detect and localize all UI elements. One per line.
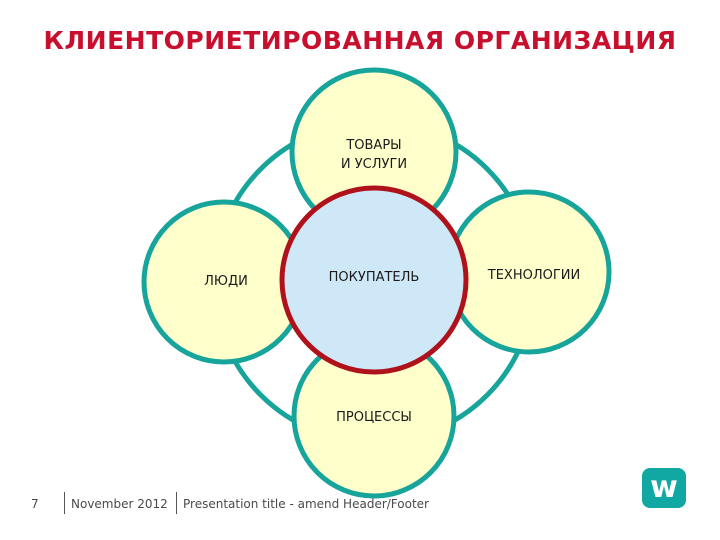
label-center: ПОКУПАТЕЛЬ bbox=[328, 270, 420, 285]
footer-divider-2 bbox=[176, 492, 177, 514]
page-number: 7 bbox=[31, 497, 39, 511]
label-top-line1: ТОВАРЫ bbox=[346, 138, 402, 153]
logo-letter: w bbox=[650, 470, 678, 505]
circle-center bbox=[279, 185, 469, 375]
label-left: ЛЮДИ bbox=[204, 274, 248, 289]
label-bottom: ПРОЦЕССЫ bbox=[336, 410, 412, 425]
label-top: ТОВАРЫ И УСЛУГИ bbox=[314, 136, 434, 174]
label-right: ТЕХНОЛОГИИ bbox=[487, 268, 581, 283]
footer-date: November 2012 bbox=[71, 497, 168, 511]
slide-title: КЛИЕНТОРИЕТИРОВАННАЯ ОРГАНИЗАЦИЯ bbox=[43, 26, 677, 55]
watsons-logo-icon: w bbox=[642, 468, 686, 508]
label-top-line2: И УСЛУГИ bbox=[340, 157, 408, 172]
footer-presentation-title: Presentation title - amend Header/Footer bbox=[183, 497, 429, 511]
footer-divider-1 bbox=[64, 492, 65, 514]
